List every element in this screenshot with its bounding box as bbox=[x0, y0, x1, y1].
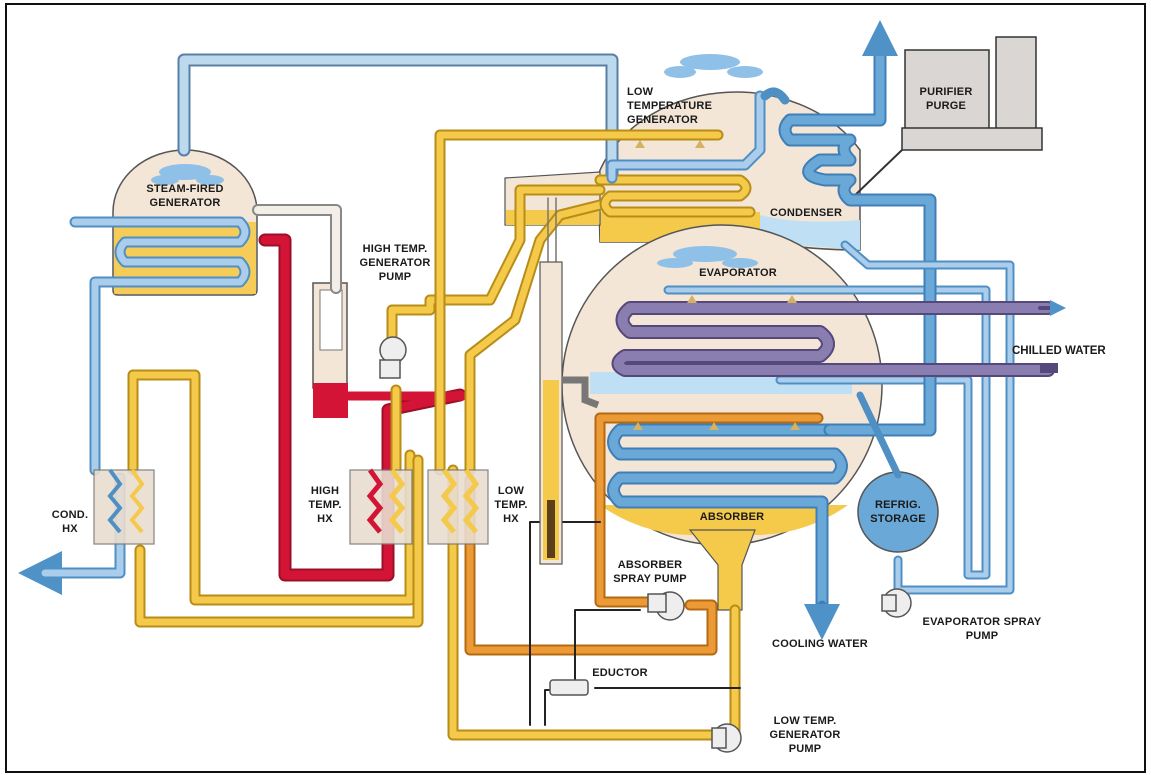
svg-text:HIGH: HIGH bbox=[311, 485, 339, 497]
eductor bbox=[549, 679, 589, 696]
svg-text:LOW TEMP.: LOW TEMP. bbox=[774, 715, 837, 727]
label-evaporator: EVAPORATOR bbox=[699, 267, 777, 279]
svg-text:PUMP: PUMP bbox=[966, 630, 999, 642]
svg-text:COND.: COND. bbox=[52, 509, 88, 521]
label-purifier-purge: PURIFIER PURGE bbox=[920, 86, 973, 112]
label-cond-hx: COND. HX bbox=[52, 509, 88, 535]
label-absorber: ABSORBER bbox=[700, 511, 765, 523]
svg-text:HX: HX bbox=[503, 513, 519, 525]
svg-text:TEMP.: TEMP. bbox=[494, 499, 527, 511]
svg-text:HX: HX bbox=[62, 523, 78, 535]
svg-text:PUMP: PUMP bbox=[379, 271, 412, 283]
svg-text:TEMP.: TEMP. bbox=[308, 499, 341, 511]
label-refrig-storage: REFRIG. STORAGE bbox=[870, 499, 926, 525]
svg-text:PUMP: PUMP bbox=[789, 743, 822, 755]
svg-text:GENERATOR: GENERATOR bbox=[769, 729, 840, 741]
label-low-temp-generator-pump: LOW TEMP. GENERATOR PUMP bbox=[769, 715, 840, 755]
label-evaporator-spray-pump: EVAPORATOR SPRAY PUMP bbox=[923, 616, 1042, 642]
svg-text:EVAPORATOR SPRAY: EVAPORATOR SPRAY bbox=[923, 616, 1042, 628]
label-steam-fired-generator: STEAM-FIRED GENERATOR bbox=[146, 183, 223, 209]
high-temp-hx-box bbox=[349, 468, 413, 545]
high-temp-generator-pump bbox=[379, 336, 407, 379]
absorber-spray-pump bbox=[647, 591, 685, 621]
label-condenser: CONDENSER bbox=[770, 207, 842, 219]
svg-text:GENERATOR: GENERATOR bbox=[359, 257, 430, 269]
label-absorber-spray-pump: ABSORBER SPRAY PUMP bbox=[613, 559, 687, 585]
diagram-frame bbox=[5, 3, 1146, 773]
svg-text:STORAGE: STORAGE bbox=[870, 513, 926, 525]
svg-text:REFRIG.: REFRIG. bbox=[875, 499, 921, 511]
cond-hx-box bbox=[93, 468, 155, 545]
svg-text:SPRAY PUMP: SPRAY PUMP bbox=[613, 573, 687, 585]
low-temp-generator-shell bbox=[597, 54, 861, 251]
low-temp-hx-box bbox=[427, 468, 489, 545]
svg-text:ABSORBER: ABSORBER bbox=[618, 559, 683, 571]
label-chilled-water: CHILLED WATER bbox=[1012, 345, 1106, 357]
svg-text:LOW: LOW bbox=[627, 86, 654, 98]
label-eductor: EDUCTOR bbox=[592, 667, 648, 679]
svg-text:STEAM-FIRED: STEAM-FIRED bbox=[146, 183, 223, 195]
svg-text:PURIFIER: PURIFIER bbox=[920, 86, 973, 98]
svg-text:TEMPERATURE: TEMPERATURE bbox=[627, 100, 712, 112]
label-high-temp-generator-pump: HIGH TEMP. GENERATOR PUMP bbox=[359, 243, 430, 283]
svg-text:PURGE: PURGE bbox=[926, 100, 966, 112]
svg-text:GENERATOR: GENERATOR bbox=[627, 114, 698, 126]
refrig-storage-tank bbox=[857, 471, 939, 553]
low-temp-generator-pump bbox=[711, 723, 742, 753]
evaporator-spray-pump bbox=[881, 588, 912, 618]
purifier-purge-unit bbox=[849, 36, 1043, 201]
label-low-temp-hx: LOW TEMP. HX bbox=[494, 485, 527, 525]
svg-text:GENERATOR: GENERATOR bbox=[149, 197, 220, 209]
label-low-temp-generator: LOW TEMPERATURE GENERATOR bbox=[627, 86, 712, 126]
svg-text:HIGH TEMP.: HIGH TEMP. bbox=[363, 243, 428, 255]
svg-text:LOW: LOW bbox=[498, 485, 525, 497]
spray-nozzles bbox=[633, 140, 800, 430]
label-cooling-water: COOLING WATER bbox=[772, 638, 868, 650]
svg-text:HX: HX bbox=[317, 513, 333, 525]
label-high-temp-hx: HIGH TEMP. HX bbox=[308, 485, 341, 525]
